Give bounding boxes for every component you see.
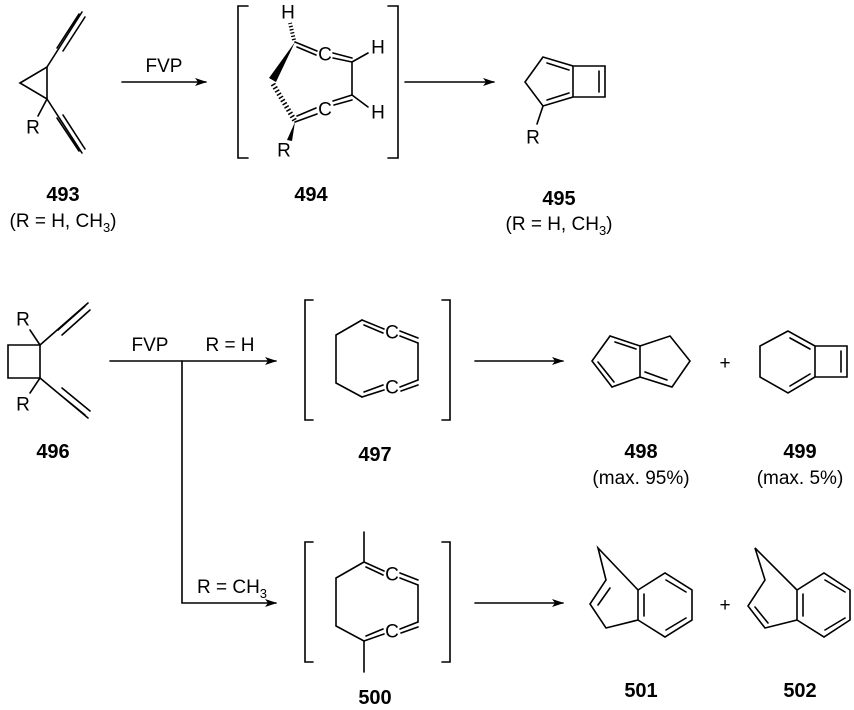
r-bonds: [29, 329, 41, 394]
r-group: R: [16, 310, 30, 331]
reagent-fvp-1: FVP: [146, 56, 183, 77]
ring: [589, 545, 693, 638]
alkyne-bottom: [39, 377, 91, 419]
r-group: R: [26, 118, 40, 139]
double-bonds: [546, 62, 600, 101]
compound-label-494: 494: [294, 184, 328, 206]
ring-single-bonds: [335, 319, 419, 398]
ring: [524, 56, 606, 107]
bracket-left: [304, 299, 314, 421]
compound-498-structure: [591, 335, 691, 388]
bracket-right: [441, 541, 451, 663]
plus-sign: +: [719, 595, 730, 616]
compound-label-496: 496: [36, 441, 69, 463]
compound-500-structure: C C: [304, 531, 451, 673]
compound-label-495: 495: [542, 188, 575, 210]
compound-502-structure: [747, 547, 851, 638]
wedge-bond: [287, 122, 295, 141]
c-atom: C: [318, 45, 332, 66]
yield-499: (max. 5%): [757, 468, 844, 489]
c-atom: C: [385, 323, 399, 344]
hashed-bond: [288, 22, 296, 41]
compound-label-502: 502: [783, 680, 816, 702]
cumulene-bottom: [294, 94, 353, 123]
double-bonds: [597, 341, 668, 383]
compound-label-497: 497: [358, 444, 391, 466]
c-atom: C: [385, 622, 399, 643]
ch-bond: [351, 52, 369, 108]
compound-label-500: 500: [358, 687, 391, 709]
h-atom: H: [371, 38, 385, 59]
h-atom: H: [371, 103, 385, 124]
yield-498: (max. 95%): [592, 468, 689, 489]
reagent-fvp-2: FVP: [132, 335, 169, 356]
reaction-arrow-r-ch3: [181, 360, 277, 607]
compound-497-structure: C C: [304, 299, 451, 421]
compound-label-498: 498: [624, 441, 657, 463]
h-atom: H: [281, 3, 295, 24]
r-group: R: [16, 395, 30, 416]
cumulene-bottom: [363, 621, 419, 642]
compound-note-495: (R = H, CH3): [506, 214, 613, 238]
ring-single-bonds: [335, 531, 419, 673]
r-group: R: [277, 141, 291, 162]
compound-499-structure: [759, 330, 848, 394]
hashed-bond: [270, 82, 298, 123]
branch-label-r-ch3: R = CH3: [197, 577, 267, 601]
compound-note-493: (R = H, CH3): [10, 211, 117, 235]
c-atom: C: [318, 100, 332, 121]
ring: [591, 335, 691, 388]
branch-label-r-h: R = H: [205, 335, 254, 356]
cumulene-top: [294, 41, 353, 63]
cyclopropane-ring: [18, 65, 48, 101]
double-bonds: [597, 579, 687, 631]
r-group: R: [526, 128, 540, 149]
ring: [747, 547, 851, 638]
compound-495-structure: R: [524, 56, 606, 149]
c-atom: C: [385, 565, 399, 586]
compound-label-499: 499: [783, 441, 816, 463]
cumulene-top: [363, 561, 419, 586]
double-bonds: [754, 579, 846, 631]
compound-493-structure: R: [18, 11, 86, 154]
r-bond: [536, 105, 544, 125]
bracket-right: [441, 299, 451, 421]
c-atom: C: [385, 378, 399, 399]
plus-sign: +: [719, 353, 730, 374]
bracket-right: [387, 5, 399, 159]
compound-label-493: 493: [46, 184, 79, 206]
alkyne-bottom: [46, 98, 86, 154]
alkyne-top: [46, 11, 86, 68]
compound-501-structure: [589, 545, 693, 638]
cumulene-top: [361, 319, 419, 344]
wedge-bond: [269, 42, 295, 82]
alkyne-top: [39, 302, 91, 346]
compound-496-structure: R R: [7, 302, 91, 419]
r-bond: [37, 98, 48, 117]
cumulene-bottom: [361, 379, 419, 398]
bracket-left: [237, 5, 249, 159]
bracket-left: [304, 541, 314, 663]
double-bonds: [789, 337, 842, 387]
compound-494-structure: H C H H C R: [237, 3, 399, 162]
cyclobutane-ring: [7, 344, 41, 379]
compound-label-501: 501: [624, 680, 657, 702]
ring: [759, 330, 848, 394]
